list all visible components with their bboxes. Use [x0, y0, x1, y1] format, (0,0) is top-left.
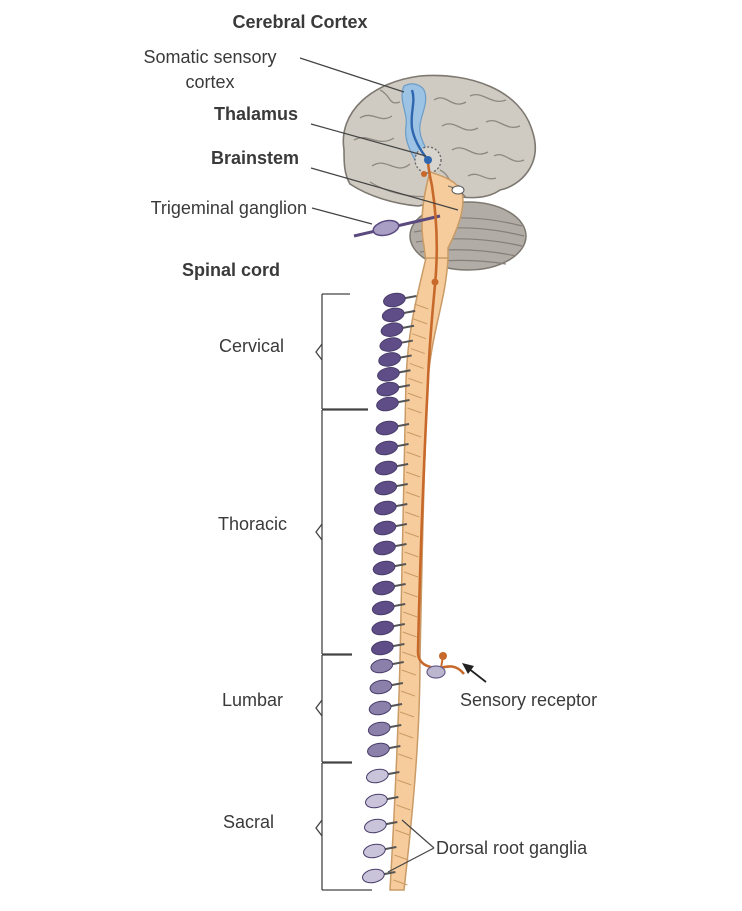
spinal-segment-line — [403, 571, 419, 578]
spinal-segment-line — [404, 551, 419, 558]
dorsal-root-ganglion — [376, 396, 399, 412]
spinal-segment-line — [406, 451, 421, 458]
spinal-segment-line — [402, 651, 417, 658]
dorsal-root-ganglion — [373, 540, 396, 556]
spinal-segment-line — [405, 491, 420, 498]
dorsal-root-ganglion — [373, 520, 397, 536]
receptor-arrow — [462, 663, 487, 683]
dorsal-root-ganglion — [367, 742, 390, 758]
leader-lines — [299, 57, 459, 873]
brainstem-label: Brainstem — [210, 148, 299, 168]
dorsal-root-ganglion — [381, 307, 405, 323]
spinal-segment-line — [409, 362, 424, 369]
dorsal-root-ganglion — [364, 818, 387, 834]
dorsal-root-ganglion — [375, 440, 398, 456]
thalamus-label: Thalamus — [213, 104, 298, 124]
dorsal-root-ganglion — [374, 480, 398, 496]
dorsal-root-ganglia-label: Dorsal root ganglia — [436, 838, 588, 858]
spinal-segment-line — [398, 753, 413, 760]
spinal-segment-line — [396, 804, 411, 811]
dorsal-root-ganglion — [370, 658, 394, 674]
cerebral-cortex-label: Cerebral Cortex — [232, 12, 368, 32]
dorsal-root-ganglion — [363, 843, 386, 859]
somatic-sensory-cortex-label-line1: Somatic sensory — [143, 47, 277, 67]
sacral-label: Sacral — [222, 812, 274, 832]
dorsal-root-ganglion — [365, 793, 388, 809]
spinal-segment-line — [393, 879, 408, 886]
dorsal-root-ganglion — [375, 420, 399, 436]
dorsal-root-ganglion — [380, 322, 404, 337]
spinal-segment-line — [401, 669, 416, 676]
dorsal-root-ganglion — [371, 620, 395, 636]
dorsal-root-ganglion — [372, 580, 395, 596]
dorsal-root-ganglion — [372, 560, 396, 576]
dorsal-root-ganglion — [367, 721, 391, 737]
spinal-segment-line — [413, 318, 428, 325]
spinal-segment-line — [403, 611, 418, 618]
spinal-segment-line — [411, 333, 427, 340]
dorsal-root-ganglion — [376, 381, 400, 397]
thoracic-label: Thoracic — [217, 514, 287, 534]
spinal-cord-label: Spinal cord — [181, 260, 280, 280]
dorsal-root-ganglion — [378, 352, 401, 367]
dorsal-root-ganglia-chain — [362, 292, 417, 884]
spinal-segment-line — [408, 377, 423, 384]
spinal-segment-line — [410, 348, 426, 355]
sensory-receptor-label: Sensory receptor — [460, 690, 598, 710]
spinal-segment-line — [405, 511, 420, 518]
spinal-segment-lines — [393, 303, 429, 886]
dorsal-root-ganglion — [371, 640, 394, 656]
spinal-segment-line — [404, 531, 420, 538]
spinal-segment-line — [395, 829, 410, 836]
spinal-segment-line — [407, 407, 422, 414]
spinal-segment-line — [405, 471, 421, 478]
dorsal-root-ganglion — [371, 600, 395, 616]
dorsal-root-ganglion — [379, 337, 403, 352]
spinal-segment-line — [399, 732, 414, 739]
dorsal-root-ganglion — [373, 500, 397, 516]
spinal-segment-line — [402, 631, 417, 638]
region-brackets — [315, 293, 372, 891]
dorsal-root-ganglion — [377, 367, 400, 382]
spinal-segment-line — [400, 690, 416, 697]
trigeminal-ganglion-label: Trigeminal ganglion — [150, 198, 307, 218]
spinal-segment-line — [399, 711, 415, 718]
trigeminal-ganglion-shape — [353, 214, 441, 238]
spinal-segment-line — [403, 591, 418, 598]
dorsal-root-ganglion — [366, 768, 389, 784]
spinal-segment-line — [397, 779, 412, 786]
dorsal-root-ganglion — [362, 868, 385, 884]
dorsal-root-ganglion — [368, 700, 392, 716]
cervical-label: Cervical — [218, 336, 284, 356]
somatic-sensory-cortex-label-line2: cortex — [185, 72, 235, 92]
spinal-segment-line — [394, 854, 409, 861]
spinal-segment-line — [414, 303, 429, 310]
dorsal-root-ganglion — [383, 292, 406, 308]
thalamocortical-pathway — [410, 89, 432, 164]
spinal-segment-line — [406, 431, 422, 438]
sensory-pathway — [416, 159, 466, 679]
dorsal-root-ganglion — [374, 460, 398, 476]
lumbar-label: Lumbar — [221, 690, 283, 710]
spinal-segment-line — [407, 392, 422, 399]
dorsal-root-ganglion — [369, 679, 393, 695]
